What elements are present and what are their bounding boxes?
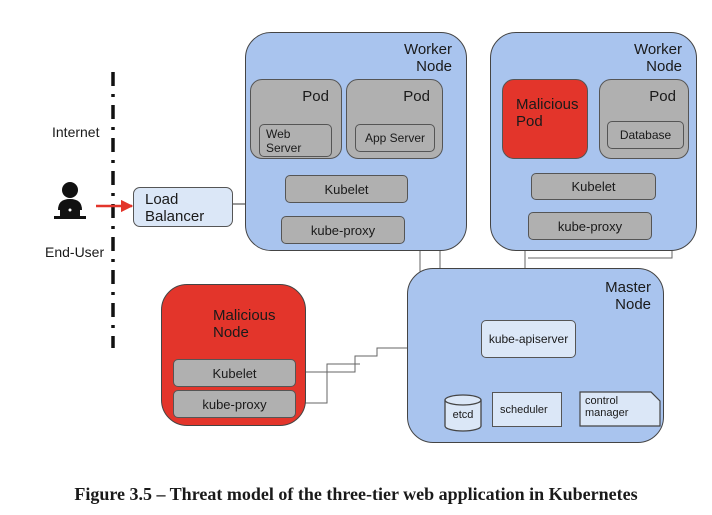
load-balancer-label: Load Balancer	[145, 191, 205, 225]
malicious-pod-label: Malicious Pod	[516, 96, 579, 130]
figure-caption: Figure 3.5 – Threat model of the three-t…	[74, 484, 638, 504]
worker-node-1-title: Worker Node	[403, 41, 452, 75]
malicious-kubelet-wire	[296, 345, 481, 373]
malicious-pod: Malicious Pod	[502, 79, 588, 159]
etcd-label: etcd	[452, 409, 474, 421]
database-pod: Pod Database	[599, 79, 689, 159]
worker-node-2-title: Worker Node	[633, 41, 682, 75]
web-server-pod-title: Pod	[302, 88, 329, 105]
end-user-label: End-User	[45, 244, 105, 260]
control-manager: control manager	[579, 391, 661, 427]
database-pod-title: Pod	[649, 88, 676, 105]
web-server-container: Web Server	[259, 124, 332, 157]
malicious-kube-proxy: kube-proxy	[173, 390, 296, 418]
app-server-container: App Server	[355, 124, 435, 152]
worker-node-1: Worker Node Pod Web Server Pod App Serve…	[245, 32, 467, 251]
worker1-kube-proxy: kube-proxy	[281, 216, 405, 244]
worker2-kube-proxy: kube-proxy	[528, 212, 652, 240]
web-server-pod: Pod Web Server	[250, 79, 342, 159]
etcd-cylinder: etcd	[443, 393, 483, 433]
app-server-pod: Pod App Server	[346, 79, 443, 159]
worker1-kubelet: Kubelet	[285, 175, 408, 203]
master-node-title: Master Node	[605, 279, 651, 313]
worker-node-2: Worker Node Malicious Pod Pod Database K…	[490, 32, 697, 251]
kube-apiserver: kube-apiserver	[481, 320, 576, 358]
master-node: Master Node kube-apiserver etcd schedule…	[407, 268, 664, 443]
app-server-pod-title: Pod	[403, 88, 430, 105]
database-container: Database	[607, 121, 684, 149]
malicious-kubelet: Kubelet	[173, 359, 296, 387]
internet-label: Internet	[52, 124, 100, 140]
end-user-icon	[50, 180, 90, 224]
malicious-node: Malicious Node Kubelet kube-proxy	[161, 284, 306, 426]
load-balancer: Load Balancer	[133, 187, 233, 227]
control-manager-label: control manager	[585, 395, 629, 419]
worker2-kubelet: Kubelet	[531, 173, 656, 200]
malicious-node-title: Malicious Node	[213, 307, 276, 341]
malicious-proxy-wire	[296, 363, 360, 404]
scheduler: scheduler	[492, 392, 562, 427]
